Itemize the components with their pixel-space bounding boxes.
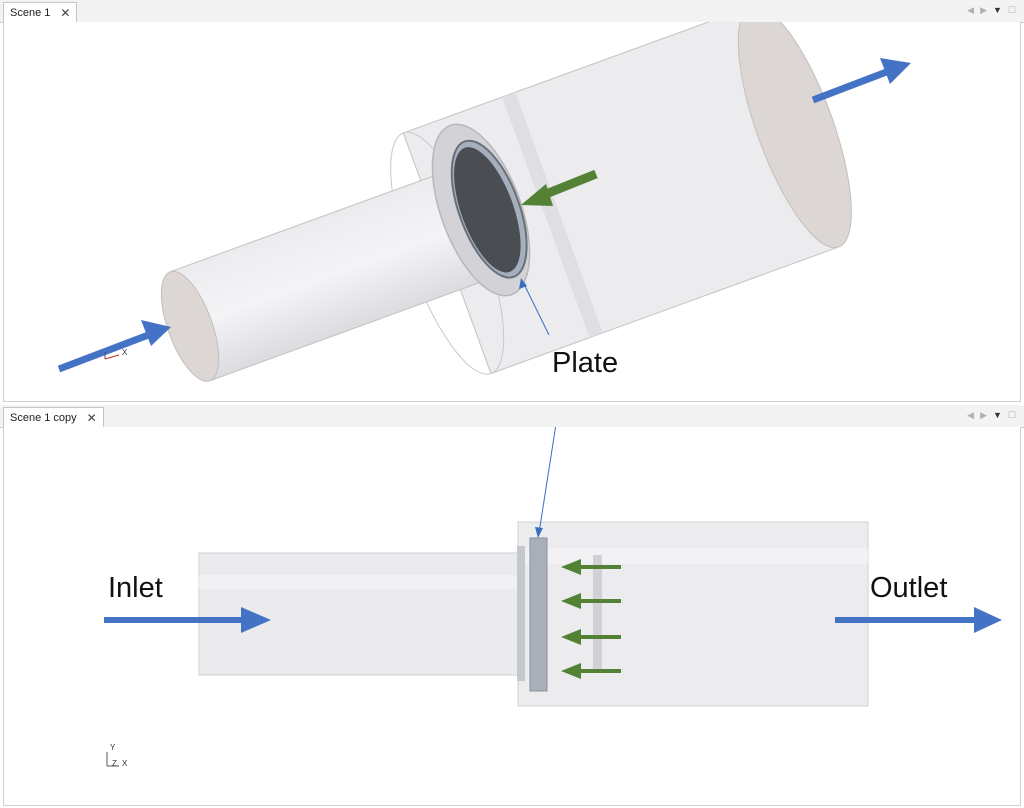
tab-scene-1-copy[interactable]: Scene 1 copy ✕ bbox=[3, 407, 104, 427]
tab-bar: Scene 1 copy ✕ ◀ ▶ ▼ ☐ bbox=[0, 405, 1024, 428]
plate-label: Plate bbox=[552, 347, 619, 379]
axis-triad-icon bbox=[106, 752, 119, 767]
scene-1-graphics bbox=[57, 22, 911, 382]
maximize-icon[interactable]: ☐ bbox=[1007, 5, 1016, 15]
tab-label: Scene 1 copy bbox=[10, 411, 77, 424]
axis-y-label: Y bbox=[110, 743, 116, 752]
axis-x-label: X bbox=[122, 759, 128, 768]
axis-x-label: X bbox=[122, 348, 128, 357]
tab-scene-1[interactable]: Scene 1 ✕ bbox=[3, 2, 78, 22]
maximize-icon[interactable]: ☐ bbox=[1007, 410, 1016, 420]
view-controls: ◀ ▶ ▼ ☐ bbox=[967, 4, 1016, 16]
plate-leader-line bbox=[522, 281, 550, 336]
scene-1-pane: Scene 1 ✕ ◀ ▶ ▼ ☐ bbox=[0, 0, 1024, 402]
nav-next-icon[interactable]: ▶ bbox=[980, 410, 987, 420]
scene-1-copy-viewport[interactable]: Y Z X bbox=[3, 427, 1021, 806]
plate-3d bbox=[431, 123, 531, 297]
outlet-label: Outlet bbox=[870, 572, 948, 604]
scene-1-viewport[interactable]: X bbox=[3, 22, 1021, 402]
scene-1-copy-pane: Scene 1 copy ✕ ◀ ▶ ▼ ☐ bbox=[0, 405, 1024, 808]
axis-triad-icon bbox=[104, 352, 120, 360]
close-icon[interactable]: ✕ bbox=[60, 5, 71, 20]
support-strut-2d bbox=[593, 555, 602, 673]
nav-prev-icon[interactable]: ◀ bbox=[967, 410, 975, 420]
plate-2d bbox=[529, 537, 548, 692]
tab-bar: Scene 1 ✕ ◀ ▶ ▼ ☐ bbox=[0, 0, 1024, 23]
inlet-label: Inlet bbox=[108, 572, 163, 604]
axis-z-label: Z bbox=[112, 759, 117, 768]
nav-prev-icon[interactable]: ◀ bbox=[967, 5, 975, 15]
view-menu-icon[interactable]: ▼ bbox=[993, 5, 1002, 15]
outlet-flow-arrow bbox=[811, 67, 891, 104]
close-icon[interactable]: ✕ bbox=[86, 410, 97, 425]
nav-next-icon[interactable]: ▶ bbox=[980, 5, 987, 15]
view-controls: ◀ ▶ ▼ ☐ bbox=[967, 409, 1016, 421]
tab-label: Scene 1 bbox=[10, 6, 51, 19]
plate-flow-arrowhead bbox=[521, 184, 553, 206]
scene-1-copy-graphics bbox=[104, 427, 1002, 767]
view-menu-icon[interactable]: ▼ bbox=[993, 410, 1002, 420]
plate-flow-arrows bbox=[561, 559, 621, 679]
inlet-flow-arrow bbox=[57, 330, 153, 373]
plate-leader-line-2d bbox=[538, 427, 557, 534]
